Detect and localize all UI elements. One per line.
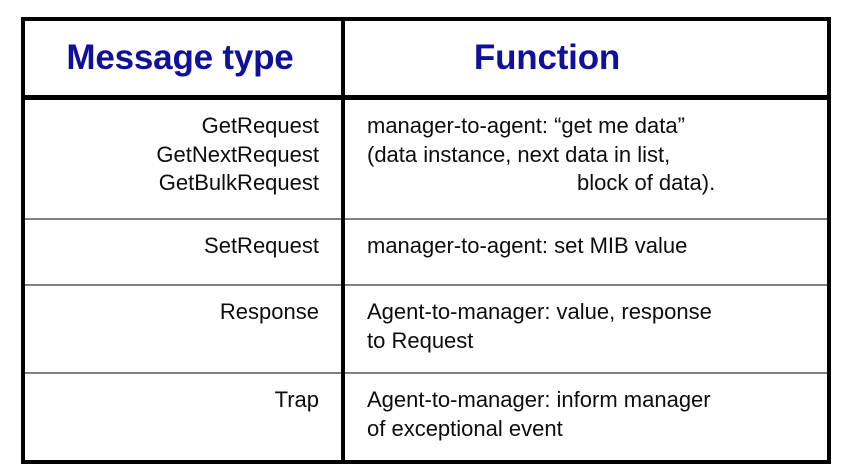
function-line: manager-to-agent: set MIB value: [367, 233, 688, 258]
function-text: manager-to-agent: set MIB value: [345, 220, 827, 271]
cell-function: manager-to-agent: set MIB value: [343, 219, 829, 286]
table-header: Message type Function: [23, 19, 829, 100]
header-label-function: Function: [473, 37, 621, 77]
header-cell-message-type: Message type: [23, 19, 345, 100]
function-line: block of data).: [577, 170, 716, 196]
table-header-row: Message type Function: [23, 19, 829, 100]
function-line: Agent-to-manager: inform manager: [367, 387, 711, 412]
table-row: GetRequest GetNextRequest GetBulkRequest…: [23, 97, 829, 220]
function-line: to Request: [367, 327, 474, 353]
function-line: of exceptional event: [367, 415, 563, 441]
cell-message-type: SetRequest: [23, 219, 345, 286]
cell-function: Agent-to-manager: value, response to Req…: [343, 285, 829, 374]
message-type-text: SetRequest: [204, 233, 319, 258]
cell-function: Agent-to-manager: inform manager of exce…: [343, 373, 829, 462]
table-row: Trap Agent-to-manager: inform manager of…: [23, 373, 829, 462]
function-text: Agent-to-manager: inform manager of exce…: [345, 374, 827, 453]
message-type-text: GetRequest GetNextRequest GetBulkRequest: [156, 113, 319, 196]
function-line: (data instance, next data in list,: [367, 141, 671, 167]
function-text: manager-to-agent: “get me data” (data in…: [345, 100, 827, 208]
cell-message-type: Response: [23, 285, 345, 374]
table-row: SetRequest manager-to-agent: set MIB val…: [23, 219, 829, 286]
message-type-text: Response: [219, 299, 319, 324]
message-type-text: Trap: [274, 387, 319, 412]
function-line: Agent-to-manager: value, response: [367, 299, 712, 324]
cell-message-type: GetRequest GetNextRequest GetBulkRequest: [23, 97, 345, 220]
header-label-message-type: Message type: [66, 37, 294, 77]
table-body: GetRequest GetNextRequest GetBulkRequest…: [23, 97, 829, 462]
function-line: manager-to-agent: “get me data”: [367, 113, 685, 138]
header-cell-function: Function: [343, 19, 829, 100]
cell-message-type: Trap: [23, 373, 345, 462]
snmp-message-type-table: Message type Function GetRequest GetNext…: [21, 17, 831, 464]
function-text: Agent-to-manager: value, response to Req…: [345, 286, 827, 365]
cell-function: manager-to-agent: “get me data” (data in…: [343, 97, 829, 220]
table-row: Response Agent-to-manager: value, respon…: [23, 285, 829, 374]
